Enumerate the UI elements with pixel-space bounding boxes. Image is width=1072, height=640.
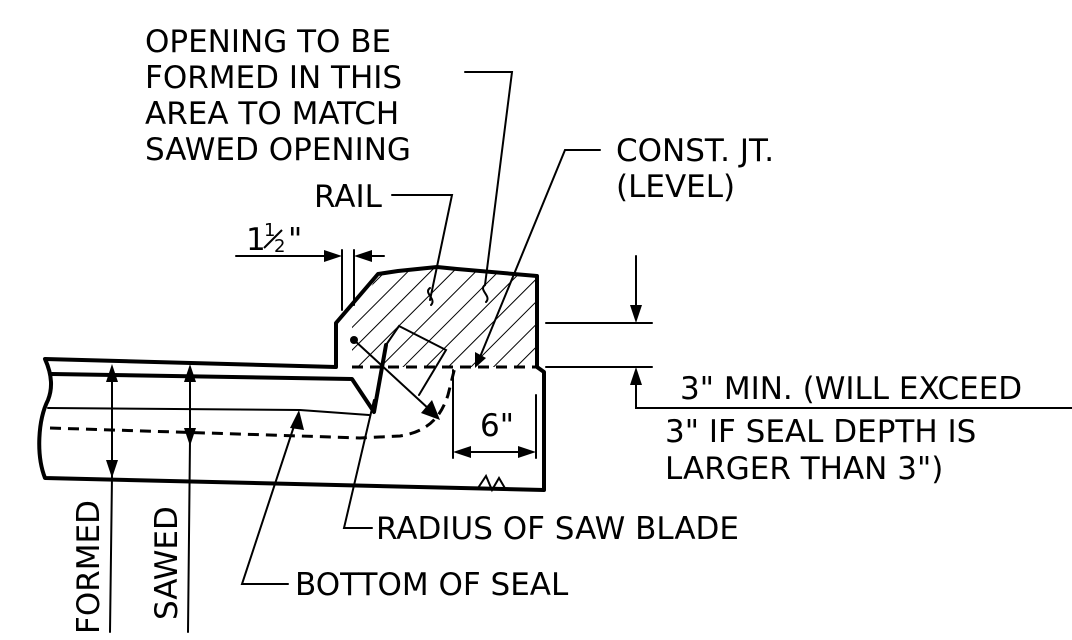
opening-label-line1: OPENING TO BE	[145, 24, 391, 60]
dim-1half-label: 1 1 2 "	[246, 220, 302, 258]
opening-label-line3: AREA TO MATCH	[145, 96, 399, 132]
sawed-label: SAWED	[149, 506, 185, 620]
formed-label: FORMED	[71, 500, 107, 634]
bottom-seal-label: BOTTOM OF SEAL	[295, 567, 569, 603]
radius-leader	[342, 399, 375, 529]
formed-arrow-top	[106, 364, 118, 382]
svg-text:": "	[288, 222, 302, 258]
sawed-dim-line	[187, 377, 191, 633]
const-jt-leader	[479, 149, 601, 358]
formed-arrow-bottom	[106, 460, 118, 478]
break-symbol	[477, 473, 507, 493]
dim-3min-arrow-bottom-line	[635, 379, 1072, 409]
dim-6-arrow-right	[518, 446, 536, 458]
seal-top-line	[47, 407, 370, 416]
svg-text:1: 1	[264, 220, 275, 241]
const-jt-label-line2: (LEVEL)	[616, 169, 735, 205]
radius-label: RADIUS OF SAW BLADE	[376, 511, 739, 547]
opening-label-line4: SAWED OPENING	[145, 132, 411, 168]
dim-1half-arrow-left	[324, 250, 342, 262]
const-jt-label-line1: CONST. JT.	[616, 133, 774, 169]
formed-seal-line	[49, 366, 457, 440]
formed-dim-line	[109, 377, 113, 633]
dim-3min-arrow-bottom	[630, 367, 642, 385]
rail-hatch	[352, 267, 537, 367]
opening-label-line2: FORMED IN THIS	[145, 60, 402, 96]
dim-6-arrow-left	[453, 446, 471, 458]
bottom-seal-arrow	[290, 410, 304, 430]
opening-squiggle-1	[482, 284, 489, 303]
svg-text:1: 1	[246, 222, 266, 258]
dim-3min-arrow-top	[630, 305, 642, 323]
dim-1half-arrow-right	[354, 250, 372, 262]
min-label-line1: 3" MIN. (WILL EXCEED	[680, 371, 1022, 407]
radius-arrow-shaft	[353, 339, 431, 411]
min-label-line2: 3" IF SEAL DEPTH IS	[665, 414, 976, 450]
sawed-seal-line	[50, 343, 388, 414]
min-label-line3: LARGER THAN 3")	[665, 451, 943, 487]
rail-label: RAIL	[314, 179, 383, 215]
svg-text:2: 2	[274, 236, 285, 257]
radius-arrow-head	[421, 400, 440, 420]
opening-leader	[464, 71, 514, 286]
const-jt-arrow	[475, 352, 486, 368]
sawed-arrow-top	[184, 364, 196, 382]
sawed-arrow-bottom	[184, 428, 196, 446]
bottom-seal-leader	[240, 419, 297, 585]
rail-leader	[391, 194, 454, 301]
six-inch-label: 6"	[480, 408, 514, 444]
saw-blade-rect	[385, 324, 448, 396]
